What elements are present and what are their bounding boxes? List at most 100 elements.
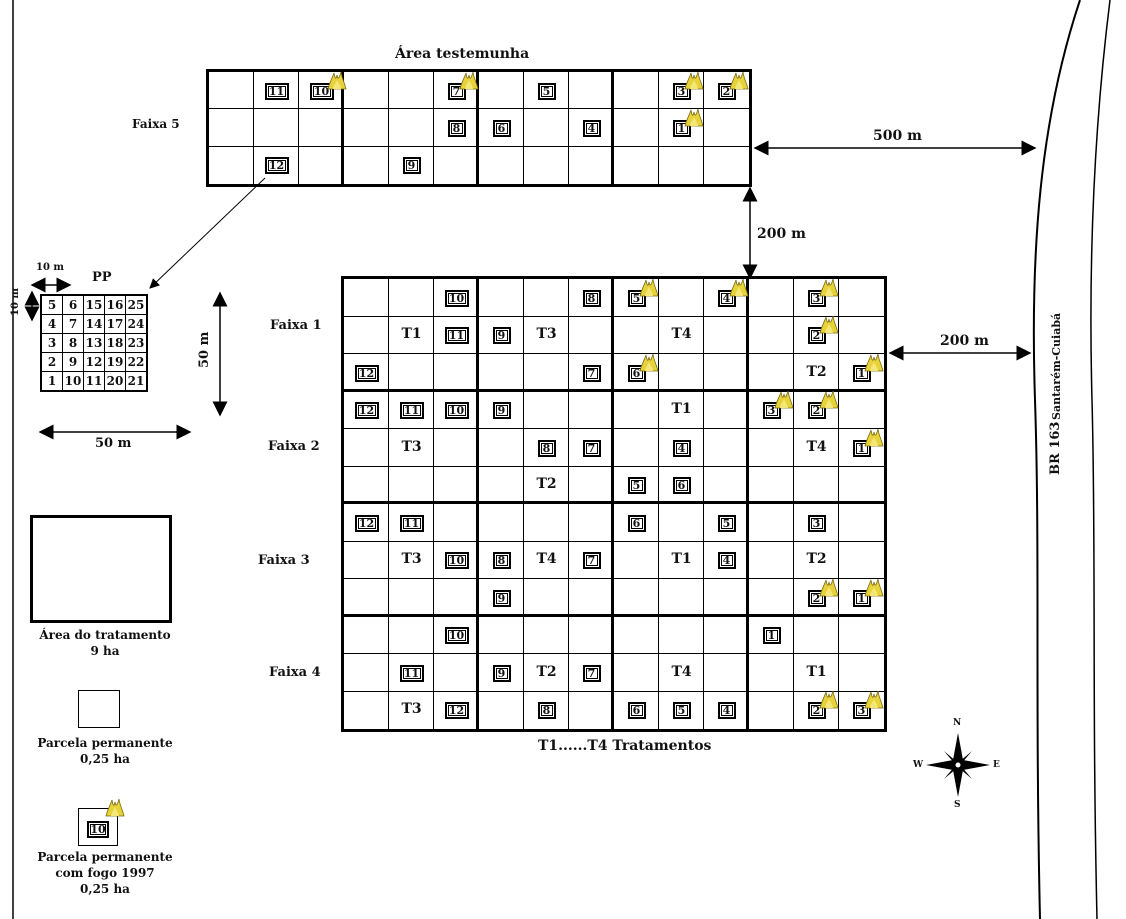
main-plot: 11 (399, 514, 424, 532)
pp-subplot: 13 (83, 333, 105, 353)
main-plot: 6 (627, 702, 646, 720)
pp-subplot: 20 (104, 371, 126, 392)
control-cell (254, 72, 299, 110)
main-cell (659, 541, 704, 579)
control-cell (704, 109, 749, 147)
main-cell (569, 504, 614, 542)
main-cell (569, 429, 614, 467)
pp-subplot: 25 (125, 294, 148, 315)
main-cell (434, 579, 479, 617)
main-cell (434, 279, 479, 317)
strip-1-label: Faixa 1 (270, 318, 322, 333)
main-cell (569, 541, 614, 579)
control-cell (299, 72, 344, 110)
main-cell (434, 504, 479, 542)
main-plot: 1 (852, 589, 871, 607)
compass-east-label: E (993, 760, 1000, 770)
main-cell (389, 316, 434, 354)
main-plot: 8 (582, 289, 601, 307)
main-cell (479, 616, 524, 654)
main-cell (479, 354, 524, 392)
main-cell (524, 466, 569, 504)
main-cell (479, 466, 524, 504)
main-cell (704, 429, 749, 467)
pp-subplot: 2 (40, 352, 63, 372)
main-cell (389, 279, 434, 317)
fire-icon (818, 315, 840, 335)
pp-subplot: 11 (83, 371, 105, 392)
pp-subplot: 3 (40, 333, 63, 353)
control-cell (344, 72, 389, 110)
strip-5-label: Faixa 5 (132, 117, 180, 131)
pp-50m-vertical-label: 50 m (197, 331, 212, 368)
fire-icon (104, 798, 126, 818)
main-plot: 2 (807, 702, 826, 720)
main-cell (839, 579, 884, 617)
legend-fire-plot-box: 10 (78, 808, 118, 846)
main-treatment-label: T1 (671, 551, 692, 568)
main-cell (524, 616, 569, 654)
main-plot: 3 (807, 514, 826, 532)
main-plot: 12 (354, 514, 379, 532)
main-cell (479, 279, 524, 317)
fire-icon (773, 390, 795, 410)
distance-200m-vertical-label: 200 m (757, 226, 806, 242)
main-cell (569, 466, 614, 504)
main-plot: 11 (399, 402, 424, 420)
main-plot: 8 (492, 552, 511, 570)
main-cell (389, 691, 434, 729)
legend-permanent-plot-size: 0,25 ha (80, 752, 130, 766)
main-cell (389, 504, 434, 542)
main-cell (569, 654, 614, 692)
fire-icon (638, 353, 660, 373)
control-cell (299, 109, 344, 147)
control-cell (614, 146, 659, 184)
road-edge-right (1090, 0, 1111, 919)
main-cell (389, 654, 434, 692)
main-plot: 4 (717, 552, 736, 570)
main-cell (524, 391, 569, 429)
main-cell (344, 654, 389, 692)
main-cell (614, 691, 659, 729)
main-cell (659, 429, 704, 467)
control-cell (479, 109, 524, 147)
main-cell (794, 691, 839, 729)
pp-subplot: 18 (104, 333, 126, 353)
main-cell (659, 279, 704, 317)
main-cell (524, 316, 569, 354)
distance-200m-horizontal-label: 200 m (940, 333, 989, 349)
compass-icon (926, 733, 990, 797)
main-cell (659, 691, 704, 729)
main-cell (479, 316, 524, 354)
fire-icon (818, 278, 840, 298)
main-cell (704, 616, 749, 654)
control-cell (344, 109, 389, 147)
control-cell (479, 146, 524, 184)
control-plot: 7 (447, 82, 466, 100)
main-cell (659, 391, 704, 429)
fire-icon (818, 578, 840, 598)
pp-title: PP (92, 270, 112, 285)
control-cell (254, 109, 299, 147)
main-cell (704, 541, 749, 579)
main-cell (704, 466, 749, 504)
main-cell (569, 691, 614, 729)
treatments-caption: T1......T4 Tratamentos (538, 738, 712, 754)
main-cell (794, 429, 839, 467)
main-cell (479, 691, 524, 729)
main-treatment-label: T2 (806, 363, 827, 380)
main-cell (569, 279, 614, 317)
main-cell (389, 391, 434, 429)
main-cell (344, 691, 389, 729)
main-plot: 5 (672, 702, 691, 720)
main-cell (839, 617, 884, 654)
main-cell (569, 579, 614, 617)
main-cell (794, 616, 839, 654)
main-cell (344, 316, 389, 354)
main-cell (794, 316, 839, 354)
control-area-title: Área testemunha (395, 46, 530, 62)
control-cell (524, 109, 569, 147)
main-plot: 6 (672, 477, 691, 495)
